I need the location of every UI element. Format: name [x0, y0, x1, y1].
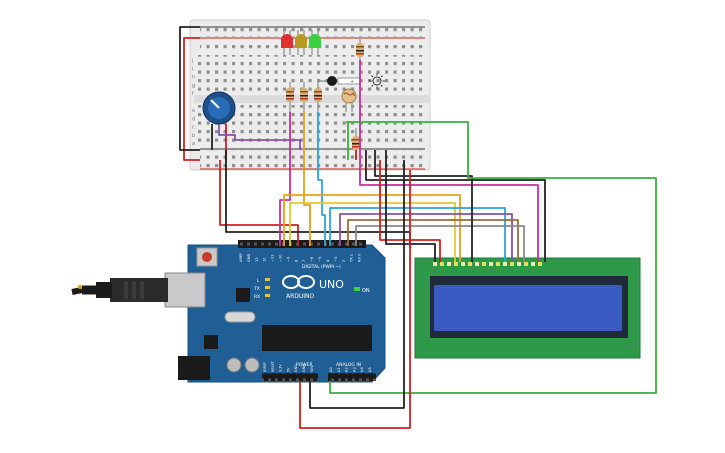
resistor	[286, 82, 294, 112]
lcd-pin[interactable]	[510, 262, 514, 266]
analog-pin-label: A0	[329, 367, 333, 372]
arduino-uno: ARDUINO UNO DIGITAL (PWM ~) POWER ANALOG…	[164, 240, 386, 383]
digital-pin-label: RX 0	[358, 253, 362, 262]
breadboard-row-letter: b	[192, 133, 195, 139]
usb-port[interactable]	[164, 272, 206, 308]
power-pin-label: GND	[294, 364, 298, 372]
lcd-pin[interactable]	[461, 262, 465, 266]
led-tx-label: TX	[253, 286, 260, 292]
usb-chip	[236, 288, 250, 302]
power-pin-label: 5V	[286, 367, 290, 372]
lcd-pin[interactable]	[531, 262, 535, 266]
led-rx-label: RX	[254, 294, 260, 300]
breadboard-row-letter: a	[192, 141, 195, 147]
lcd-pin[interactable]	[447, 262, 451, 266]
power-jack-icon	[178, 356, 210, 380]
on-label: ON	[362, 288, 370, 294]
digital-pin-label: AREF	[239, 253, 243, 262]
capacitor	[226, 357, 242, 373]
power-pin-label: RESET	[271, 360, 275, 372]
power-header[interactable]	[262, 373, 318, 381]
digital-pin-label: ~5	[318, 257, 322, 262]
breadboard-row-letter: f	[192, 91, 194, 97]
lcd-pin[interactable]	[433, 262, 437, 266]
analog-pin-label: A1	[337, 367, 341, 372]
analog-pin-label: A5	[368, 367, 372, 372]
arduino-brand: ARDUINO	[286, 293, 315, 300]
crystal	[224, 311, 256, 323]
green-led	[309, 30, 321, 55]
lcd-pin[interactable]	[496, 262, 500, 266]
potentiometer-icon[interactable]	[202, 91, 236, 125]
lcd-pin[interactable]	[482, 262, 486, 266]
yellow-led	[295, 30, 307, 55]
usb-plug-icon	[71, 278, 168, 302]
lcd-pin[interactable]	[538, 262, 542, 266]
analog-pin-label: A4	[360, 367, 364, 372]
svg-text:+: +	[350, 79, 354, 85]
power-pin-label: GND	[302, 364, 306, 372]
analog-label: ANALOG IN	[336, 362, 361, 368]
breadboard-row-letter: d	[192, 116, 195, 122]
lcd-pin[interactable]	[468, 262, 472, 266]
light-sun-icon	[369, 73, 385, 89]
digital-pin-label: ~3	[334, 257, 338, 262]
photoresistor-icon	[341, 88, 357, 112]
power-pin-label: 3.3V	[279, 364, 283, 372]
lcd-pin[interactable]	[475, 262, 479, 266]
resistor	[356, 36, 364, 62]
breadboard-row-letter: h	[192, 75, 195, 81]
power-pin-label: IOREF	[263, 362, 267, 372]
resistor	[300, 82, 308, 112]
lcd-pin[interactable]	[503, 262, 507, 266]
led-l-label: L	[257, 278, 260, 284]
atmega-chip	[262, 325, 372, 351]
power-pin-label: VIN	[310, 366, 314, 372]
analog-pin-label: A3	[352, 367, 356, 372]
power-label: POWER	[296, 362, 313, 368]
arduino-logo	[282, 275, 315, 289]
digital-pin-label: 2	[342, 260, 346, 262]
lcd-pin[interactable]	[517, 262, 521, 266]
digital-pin-label: ~10	[279, 254, 283, 262]
digital-pin-label: 7	[302, 260, 306, 262]
digital-pin-label: 12	[263, 257, 267, 262]
arduino-model: UNO	[319, 278, 344, 291]
on-led	[354, 287, 360, 291]
breadboard-row-letter: c	[192, 125, 195, 131]
breadboard-row-letter: j	[191, 58, 193, 64]
digital-pin-label: GND	[247, 254, 251, 262]
digital-pin-label: 4	[326, 259, 330, 262]
digital-pin-label: 13	[255, 257, 259, 262]
wires	[179, 26, 657, 429]
digital-pin-label: ~6	[310, 256, 314, 262]
lcd-pin[interactable]	[524, 262, 528, 266]
lcd-pin[interactable]	[489, 262, 493, 266]
digital-header[interactable]	[238, 240, 366, 248]
digital-pin-label: 8	[294, 259, 298, 262]
breadboard-row-letter: e	[192, 108, 195, 114]
lcd-pin[interactable]	[440, 262, 444, 266]
capacitor	[244, 357, 260, 373]
breadboard-row-letter: i	[192, 66, 193, 72]
breadboard-row-letter: g	[192, 83, 195, 89]
digital-pin-label: TX 1	[350, 254, 354, 263]
red-led	[281, 30, 293, 55]
lcd-pin[interactable]	[454, 262, 458, 266]
resistor	[314, 82, 322, 112]
digital-pin-label: ~11	[271, 254, 275, 262]
lcd-module	[414, 257, 641, 359]
analog-pin-label: A2	[345, 367, 349, 372]
regulator	[204, 335, 218, 349]
digital-label: DIGITAL (PWM ~)	[302, 264, 341, 270]
analog-header[interactable]	[328, 373, 376, 381]
lcd-screen	[434, 285, 622, 331]
digital-pin-label: ~9	[286, 256, 290, 262]
